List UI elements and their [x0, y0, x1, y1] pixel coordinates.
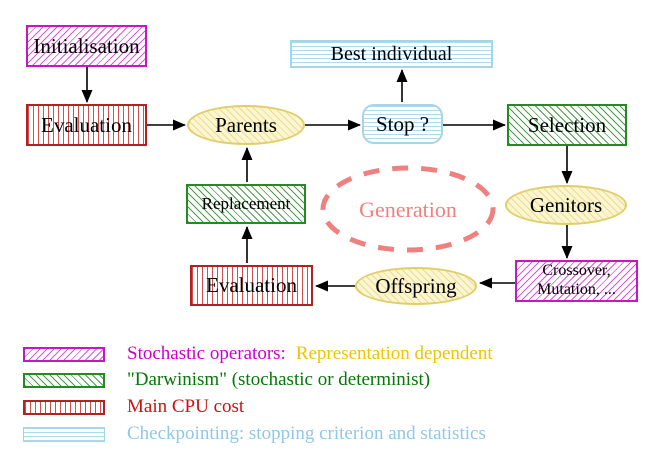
node-selection: Selection [507, 104, 627, 146]
generation-label: Generation [359, 197, 457, 222]
node-replacement: Replacement [186, 184, 306, 224]
node-evaluation-top: Evaluation [26, 104, 147, 146]
legend-row-cpu-cost: Main CPU cost [23, 396, 245, 417]
node-best-individual: Best individual [290, 40, 493, 68]
legend-swatch-magenta-hatch [23, 346, 105, 362]
legend-row-darwinism: "Darwinism" (stochastic or determinist) [23, 369, 431, 390]
generation-loop-ellipse [320, 165, 496, 253]
node-parents: Parents [187, 105, 305, 145]
node-evaluation-bottom: Evaluation [190, 265, 313, 306]
node-stop: Stop ? [362, 104, 443, 144]
node-offspring: Offspring [355, 267, 477, 305]
legend-row-checkpointing: Checkpointing: stopping criterion and st… [23, 423, 486, 444]
legend-label-representation-dependent: Representation dependent [295, 343, 493, 364]
legend-label-darwinism: "Darwinism" (stochastic or determinist) [127, 369, 431, 390]
legend-label-checkpointing: Checkpointing: stopping criterion and st… [127, 423, 486, 444]
legend-swatch-green-hatch [23, 372, 105, 388]
legend-label-main-cpu-cost: Main CPU cost [127, 396, 245, 417]
legend-row-stochastic: Stochastic operators: Representation dep… [23, 343, 493, 364]
crossover-line2: Mutation, ... [537, 281, 616, 298]
legend-swatch-cyan-hatch [23, 426, 105, 442]
node-crossover-mutation: Crossover, Mutation, ... [515, 260, 638, 302]
node-genitors: Genitors [505, 185, 627, 225]
node-initialisation: Initialisation [26, 25, 147, 67]
legend-swatch-red-hatch [23, 399, 105, 415]
legend-label-stochastic-operators: Stochastic operators: [127, 343, 286, 364]
crossover-line1: Crossover, [542, 262, 611, 280]
